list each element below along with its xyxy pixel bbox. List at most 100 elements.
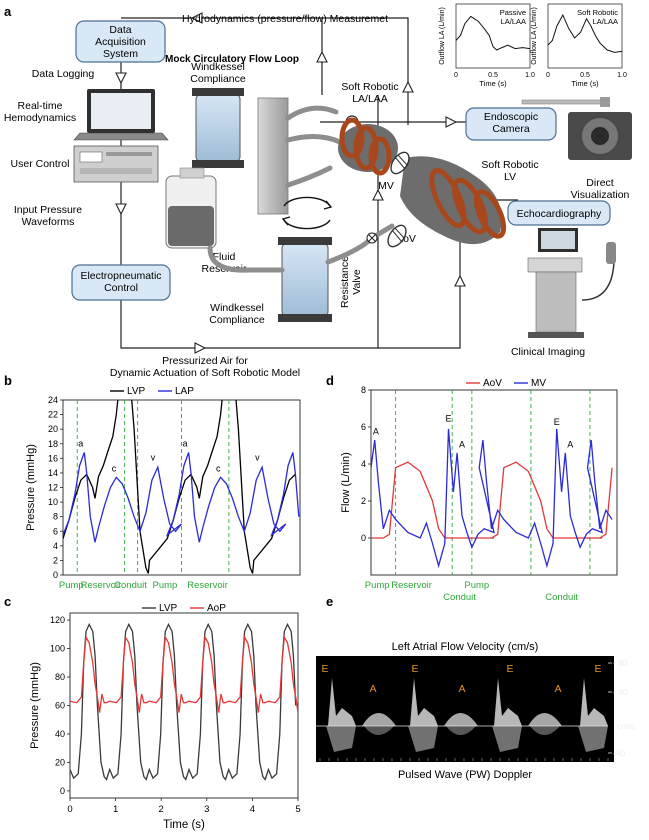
endoscope-icon [521, 97, 610, 107]
doppler-a-reverse [446, 726, 476, 735]
y-tick-label: 2 [361, 496, 366, 506]
wave-annotation: v [255, 453, 260, 463]
doppler-annotation: E [594, 663, 601, 675]
doppler-y-tick-label: - 80 [613, 658, 628, 668]
x-axis-label: Time (s) [163, 819, 205, 831]
wave-annotation: E [554, 417, 560, 427]
panel-e-doppler: e Left Atrial Flow Velocity (cm/s)EAEAEA… [316, 594, 635, 781]
y-tick-label: 6 [361, 422, 366, 432]
y-tick-label: 60 [55, 701, 65, 711]
inset-xlabel: Time (s) [571, 79, 599, 88]
y-tick-label: 100 [50, 644, 65, 654]
doppler-reverse-flow [492, 726, 522, 752]
y-axis-label: Flow (L/min) [340, 452, 352, 513]
legend-label-mv: MV [531, 378, 546, 389]
panel-label-c: c [4, 594, 11, 609]
inset-trace [455, 15, 531, 51]
y-tick-label: 4 [53, 541, 58, 551]
aortic-valve-icon [387, 224, 407, 248]
doppler-e-wave [494, 678, 522, 726]
y-axis-label: Pressure (mmHg) [25, 444, 37, 531]
y-tick-label: 22 [48, 410, 58, 420]
doppler-reverse-flow [578, 726, 608, 752]
doppler-annotation: A [458, 683, 465, 695]
wave-annotation: v [151, 453, 156, 463]
soft-robotic-la-icon [338, 117, 398, 176]
doppler-a-reverse [364, 726, 394, 735]
y-tick-label: 20 [48, 424, 58, 434]
echo-label: Echocardiography [517, 208, 602, 220]
doppler-background [316, 656, 614, 762]
doppler-annotation: A [554, 683, 561, 695]
y-tick-label: 120 [50, 615, 65, 625]
tubing [207, 105, 395, 273]
windkessel-bottom-icon [278, 237, 332, 322]
y-tick-label: 40 [55, 729, 65, 739]
circulation-arrows [281, 196, 333, 230]
legend-label-lvp: LVP [127, 386, 145, 397]
legend-label-lap: LAP [175, 386, 194, 397]
x-tick-label: 2 [159, 804, 164, 815]
y-tick-label: 18 [48, 439, 58, 449]
inset-xtick: 0 [454, 72, 458, 79]
inset-xtick: 0.5 [488, 72, 498, 79]
series-line-lvp [70, 622, 297, 781]
wave-annotation: A [459, 439, 465, 449]
phase-label: Pump [59, 580, 84, 591]
doppler-reverse-flow [326, 726, 356, 752]
series-line-aop [70, 635, 298, 713]
x-tick-label: 0 [67, 804, 72, 815]
user-control-label: User Control [11, 158, 70, 170]
y-tick-label: 12 [48, 483, 58, 493]
inset-xtick: 0 [546, 72, 550, 79]
legend-label-aov: AoV [483, 378, 502, 389]
phase-label: Reservoir [81, 580, 122, 591]
x-tick-label: 5 [295, 804, 300, 815]
doppler-a-wave [362, 713, 396, 726]
y-tick-label: 10 [48, 497, 58, 507]
panel-label-e: e [326, 594, 333, 609]
doppler-reverse-flow [408, 726, 438, 752]
wave-annotation: A [567, 439, 573, 449]
phase-label: Conduit [114, 580, 147, 591]
y-tick-label: 24 [48, 395, 58, 405]
wave-annotation: E [445, 413, 451, 423]
echo-machine-icon [527, 228, 616, 338]
wave-annotation: a [183, 439, 188, 449]
wave-annotation: A [373, 426, 379, 436]
legend-label-lvp: LVP [159, 603, 177, 614]
resistance-valve-icon [366, 232, 378, 244]
doppler-a-wave [444, 713, 478, 726]
inset-ylabel: Outflow LA (L/min) [531, 7, 538, 65]
x-tick-label: 4 [250, 804, 255, 815]
y-tick-label: 0 [60, 786, 65, 796]
phase-label: Reservoir [391, 580, 432, 591]
inset-xtick: 0.5 [580, 72, 590, 79]
data-logging-label: Data Logging [32, 68, 95, 80]
manifold-plate [257, 97, 289, 215]
mv-label: MV [378, 180, 394, 192]
windkessel-top-icon [192, 88, 244, 168]
inset-xtick: 1.0 [617, 72, 627, 79]
series-line-lap [63, 452, 300, 543]
panel-label-b: b [4, 373, 12, 388]
control-unit-icon [73, 145, 159, 183]
wave-annotation: c [112, 463, 117, 473]
y-tick-label: 2 [53, 555, 58, 565]
plot-frame [69, 612, 299, 799]
y-tick-label: 4 [361, 459, 366, 469]
x-tick-label: 1 [113, 804, 118, 815]
clinical-imaging-label: Clinical Imaging [511, 346, 585, 358]
